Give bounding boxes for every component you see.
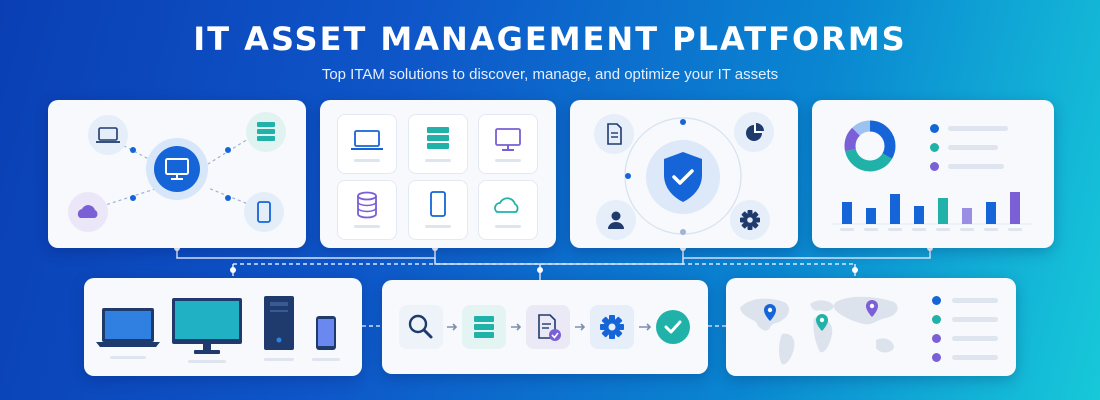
- map-pin-icon: [816, 314, 828, 331]
- document-check-icon: [526, 305, 570, 349]
- server-icon: [246, 112, 286, 152]
- network-card: [48, 100, 306, 248]
- security-card: [570, 100, 798, 248]
- phone-icon: [312, 316, 340, 361]
- server-icon: [462, 305, 506, 349]
- user-icon: [596, 200, 636, 240]
- gear-icon: [730, 200, 770, 240]
- laptop-icon: [88, 115, 128, 155]
- bar-chart-icon: [832, 192, 1032, 231]
- map-pin-icon: [866, 300, 878, 317]
- mobile-icon: [408, 180, 468, 240]
- cloud-icon: [478, 180, 538, 240]
- world-map-card: [726, 278, 1016, 376]
- search-icon: [399, 305, 443, 349]
- cloud-icon: [68, 192, 108, 232]
- hardware-card: [84, 278, 362, 376]
- shield-check-icon: [646, 140, 720, 214]
- monitor-icon: [478, 114, 538, 174]
- world-map: [740, 296, 898, 365]
- mobile-icon: [244, 192, 284, 232]
- analytics-card: [812, 100, 1054, 248]
- device-grid-card: [320, 100, 556, 248]
- workflow-arrows: [447, 323, 652, 331]
- page-title: IT ASSET MANAGEMENT PLATFORMS: [193, 20, 907, 58]
- check-icon: [656, 310, 690, 344]
- laptop-icon: [337, 114, 397, 174]
- monitor-icon: [172, 298, 242, 363]
- desktop-icon: [154, 146, 200, 192]
- database-icon: [337, 180, 397, 240]
- workflow-card: [382, 280, 708, 374]
- laptop-icon: [96, 308, 160, 359]
- gear-icon: [590, 305, 634, 349]
- server-icon: [408, 114, 468, 174]
- map-pin-icon: [764, 304, 776, 321]
- chart-icon: [734, 112, 774, 152]
- document-icon: [594, 114, 634, 154]
- tower-icon: [264, 296, 294, 361]
- page-subtitle: Top ITAM solutions to discover, manage, …: [321, 66, 779, 83]
- donut-chart-icon: [844, 120, 896, 172]
